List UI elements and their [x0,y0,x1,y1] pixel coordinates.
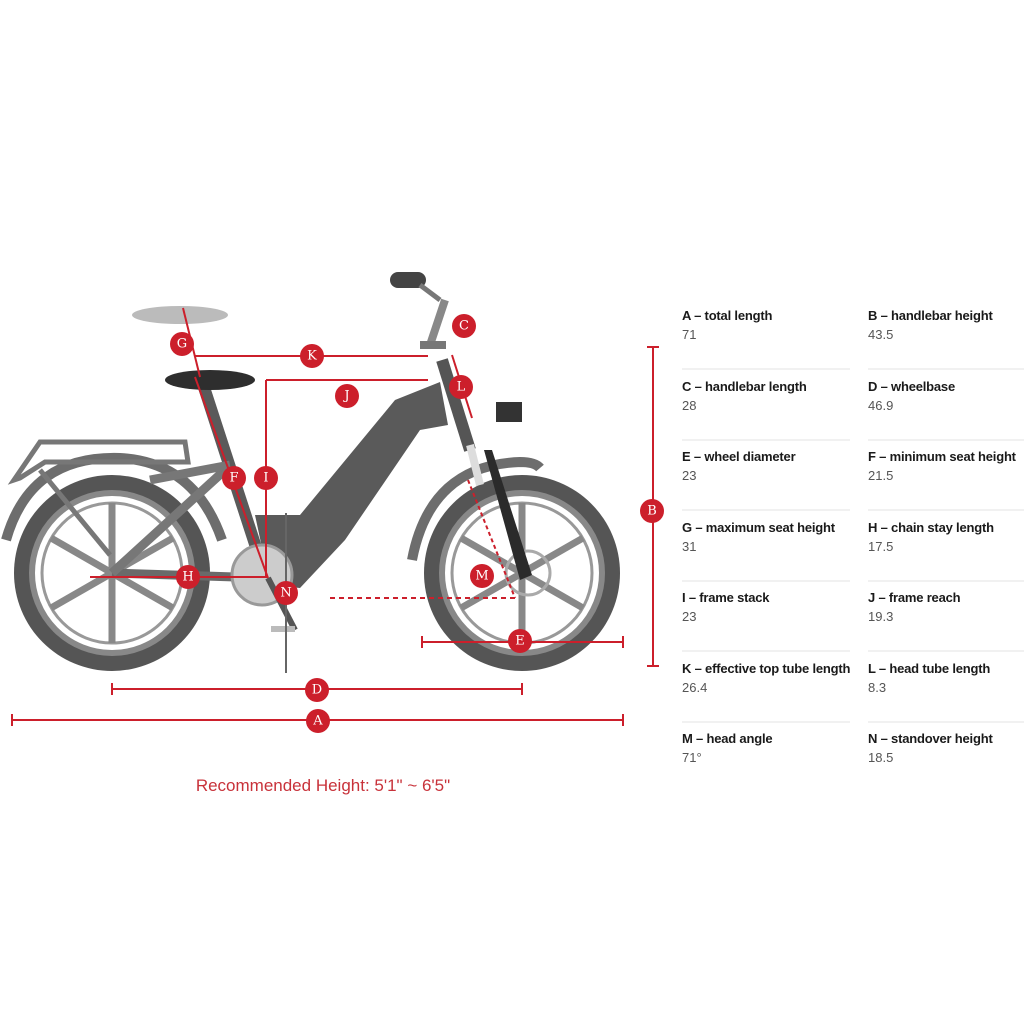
svg-text:N: N [280,586,291,601]
svg-text:H: H [182,570,193,585]
spec-value: 71° [682,750,702,765]
spec-item: D – wheelbase 46.9 [860,371,1024,441]
spec-value: 28 [682,397,697,413]
spec-item: C – handlebar length 28 [674,371,850,441]
recommended-height: Recommended Height: 5'1" ~ 6'5" [195,776,451,795]
marker-a: A [306,709,330,733]
spec-item: A – total length 71 [674,300,850,370]
spec-label: I – frame stack [682,590,770,605]
spec-value: 23 [682,609,697,624]
svg-text:J: J [342,389,349,404]
spec-value: 71 [682,327,697,342]
spec-item: H – chain stay length 17.5 [860,512,1024,582]
spec-label: F – minimum seat height [868,449,1016,464]
divider [682,438,850,441]
spec-item: K – effective top tube length 26.4 [674,653,850,723]
spec-label: A – total length [682,308,773,323]
spec-item: L – head tube length 8.3 [860,653,1024,723]
svg-text:E: E [515,634,525,649]
divider [868,368,1024,370]
divider [682,720,850,723]
svg-text:A: A [312,714,323,729]
svg-text:K: K [307,349,317,364]
divider [682,509,850,511]
svg-text:G: G [177,337,187,352]
spec-value: 26.4 [682,679,708,695]
spec-value: 46.9 [868,397,894,413]
spec-label: C – handlebar length [682,378,807,394]
marker-h: H [176,565,200,589]
spec-item: M – head angle 71° [674,723,850,793]
spec-value: 31 [682,538,697,554]
spec-value: 43.5 [868,327,894,342]
svg-text:B: B [647,504,657,519]
divider [868,579,1024,582]
spec-value: 8.3 [868,679,887,695]
marker-g: G [170,332,194,356]
marker-m: M [470,564,494,588]
marker-d: D [305,678,329,702]
marker-c: C [452,314,476,338]
spec-label: D – wheelbase [868,378,955,394]
spec-label: E – wheel diameter [682,449,796,464]
spec-label: B – handlebar height [868,308,993,323]
spec-label: K – effective top tube length [682,660,851,676]
svg-text:C: C [459,319,469,334]
spec-label: H – chain stay length [868,519,994,535]
divider [682,650,850,652]
marker-f: F [222,466,246,490]
divider [682,579,850,582]
svg-text:I: I [263,471,268,486]
marker-j: J [335,384,359,408]
spec-item: J – frame reach 19.3 [860,582,1024,652]
divider [868,438,1024,441]
spec-item: B – handlebar height 43.5 [860,300,1024,370]
spec-item: N – standover height 18.5 [860,723,1024,793]
marker-e: E [508,629,532,653]
divider [868,650,1024,652]
marker-l: L [449,375,473,399]
svg-text:M: M [475,569,488,584]
svg-text:D: D [312,683,322,698]
spec-item: G – maximum seat height 31 [674,512,850,582]
spec-label: J – frame reach [868,590,961,605]
spec-value: 21.5 [868,468,894,483]
spec-value: 19.3 [868,609,894,624]
divider [868,509,1024,511]
spec-value: 23 [682,468,697,483]
svg-text:L: L [457,380,466,395]
spec-value: 17.5 [868,538,894,554]
marker-i: I [254,466,278,490]
divider [682,368,850,370]
divider [868,720,1024,723]
marker-b: B [640,499,664,523]
spec-label: N – standover height [868,731,993,746]
marker-k: K [300,344,324,368]
bike-illustration [1,272,620,671]
spec-label: L – head tube length [868,660,991,676]
spec-value: 18.5 [868,750,894,765]
marker-n: N [274,581,298,605]
spec-label: G – maximum seat height [682,519,835,535]
spec-item: E – wheel diameter 23 [674,441,850,511]
spec-item: F – minimum seat height 21.5 [860,441,1024,511]
spec-item: I – frame stack 23 [674,582,850,652]
svg-text:F: F [229,471,238,486]
spec-label: M – head angle [682,731,773,746]
